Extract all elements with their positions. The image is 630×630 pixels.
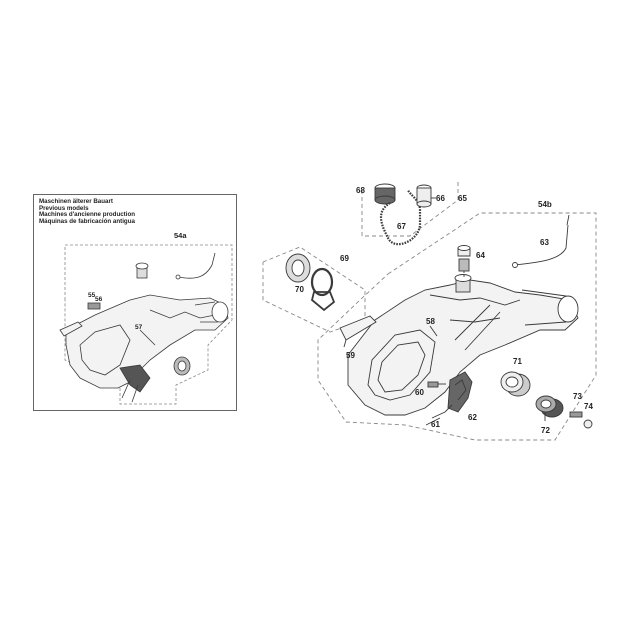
- label-72: 72: [541, 426, 550, 435]
- inset-cable-end: [175, 274, 181, 280]
- main-dashed-frame: [317, 212, 597, 441]
- inset-screw: [87, 302, 101, 310]
- inset-cylinder-end: [211, 301, 229, 323]
- bolt-73: [569, 411, 583, 418]
- inset-housing-inner: [79, 324, 131, 376]
- label-73: 73: [573, 392, 582, 401]
- seal-69-inner: [291, 259, 305, 277]
- label-54a: 54a: [174, 231, 187, 240]
- pump-72-hole: [540, 399, 552, 409]
- leader-58: [429, 325, 438, 337]
- housing-top-rib: [429, 294, 521, 323]
- label-74: 74: [584, 402, 593, 411]
- housing-front-inner: [377, 341, 426, 393]
- label-63: 63: [540, 238, 549, 247]
- label-58: 58: [426, 317, 435, 326]
- label-71: 71: [513, 357, 522, 366]
- cable-63: [514, 224, 569, 266]
- label-69: 69: [340, 254, 349, 263]
- main-drawing: [262, 182, 597, 441]
- inset-title-es: Máquinas de fabricación antigua: [39, 217, 135, 225]
- label-55: 55: [88, 292, 96, 299]
- label-61: 61: [431, 420, 440, 429]
- lever-62-detail: [454, 379, 467, 401]
- filter-66-bottom: [416, 200, 432, 208]
- label-70: 70: [295, 285, 304, 294]
- housing-cross-rib: [454, 304, 501, 351]
- inset-leader-57: [139, 329, 156, 346]
- bearing-71-hole: [505, 376, 519, 388]
- inset-cylinder: [194, 301, 218, 323]
- label-65: 65: [458, 194, 467, 203]
- inset-title-en: Previous models: [39, 204, 89, 212]
- lever-62: [447, 371, 473, 413]
- spring-61: [425, 404, 453, 426]
- label-66: 66: [436, 194, 445, 203]
- label-57: 57: [135, 324, 143, 331]
- spring-64: [458, 258, 470, 272]
- filter-68-bottom: [374, 195, 396, 205]
- label-68: 68: [356, 186, 365, 195]
- inset-housing-rib: [149, 309, 216, 319]
- cable-63-end: [512, 262, 518, 268]
- housing-front-loop: [367, 329, 436, 401]
- leader-59: [343, 339, 347, 348]
- grommet-64-top: [457, 245, 471, 251]
- tank-cylinder: [521, 289, 567, 326]
- inset-title-de: Maschinen älterer Bauart: [39, 198, 113, 205]
- inset-cable: [177, 252, 216, 279]
- inset-trigger: [121, 379, 139, 403]
- top-mount-cap: [454, 274, 472, 282]
- cable-63-tip: [566, 214, 570, 226]
- inset-lever: [119, 364, 151, 393]
- label-56: 56: [95, 296, 103, 303]
- crankcase-housing: [347, 279, 579, 416]
- inset-side-cover: [59, 321, 83, 337]
- label-54b: 54b: [538, 200, 552, 209]
- retainer-70: [310, 291, 336, 312]
- hose-67: [380, 189, 422, 246]
- label-59: 59: [346, 351, 355, 360]
- inset-housing: [65, 294, 229, 389]
- inset-round-part-inner: [177, 360, 187, 372]
- label-67: 67: [397, 222, 406, 231]
- side-cover-59: [339, 315, 377, 341]
- cap-74: [583, 419, 593, 429]
- inset-title: Maschinen älterer Bauart Previous models…: [39, 198, 136, 225]
- label-64: 64: [476, 251, 485, 260]
- filter-dashed-frame: [361, 182, 459, 237]
- inset-grommet: [135, 262, 149, 270]
- screw-60: [427, 381, 439, 388]
- o-ring-70: [310, 267, 334, 297]
- inset-drawing: [59, 244, 233, 405]
- inset-title-fr: Machines d'ancienne production: [39, 211, 136, 219]
- label-60: 60: [415, 388, 424, 397]
- label-62: 62: [468, 413, 477, 422]
- tank-cylinder-end: [557, 295, 579, 323]
